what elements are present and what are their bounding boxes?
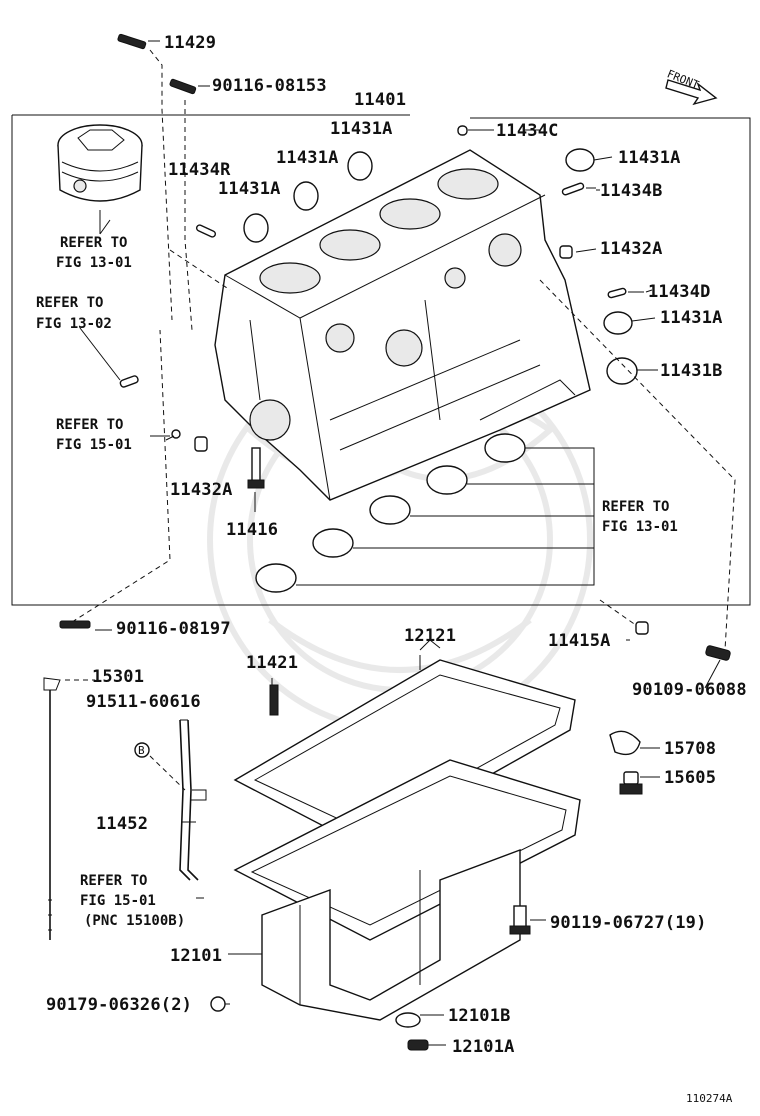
label-11434r: 11434R: [168, 160, 231, 180]
label-11431a-2: 11431A: [276, 148, 339, 168]
label-11416: 11416: [226, 520, 278, 540]
label-11434d: 11434D: [648, 282, 711, 302]
dipstick-guide-11452: B: [134, 719, 207, 881]
label-11431a-5: 11431A: [660, 308, 723, 328]
label-11432a-2: 11432A: [170, 480, 233, 500]
label-leaders: [95, 40, 721, 1046]
bolt-mark-b: B: [138, 744, 145, 757]
ref-fig-13-02-l1: REFER TO: [36, 295, 103, 311]
label-15708: 15708: [664, 739, 716, 759]
label-11432a-1: 11432A: [600, 239, 663, 259]
stud-11429: [117, 33, 173, 321]
label-11434c: 11434C: [496, 121, 559, 141]
expansion-plugs: [243, 148, 658, 385]
label-11415a: 11415A: [548, 631, 611, 651]
dipstick-icon: [43, 677, 95, 940]
ref-fig-15-01-pan-l1: REFER TO: [80, 873, 147, 889]
bolt-11415a: [635, 621, 649, 635]
label-11434b: 11434B: [600, 181, 663, 201]
stud-90116-08153: [169, 78, 197, 331]
label-11421: 11421: [246, 653, 298, 673]
label-11452: 11452: [96, 814, 148, 834]
label-90119-06727: 90119-06727(19): [550, 913, 707, 933]
ref-fig-13-01-bearing-l1: REFER TO: [602, 499, 669, 515]
ref-fig-13-01-piston-l2: FIG 13-01: [56, 255, 132, 271]
ref-fig-15-01-pan-l2: FIG 15-01: [80, 893, 156, 909]
label-12101b: 12101B: [448, 1006, 511, 1026]
dowel-pins: [119, 125, 644, 452]
cylinder-block-icon: [214, 149, 591, 501]
label-91511-60616: 91511-60616: [86, 692, 201, 712]
label-90116-08153: 90116-08153: [212, 76, 327, 96]
label-11431a-1: 11431A: [330, 119, 393, 139]
label-11431a-4: 11431A: [218, 179, 281, 199]
ref-fig-13-01-piston-l1: REFER TO: [60, 235, 127, 251]
bolt-90109-06088: [705, 645, 731, 661]
bearing-caps: [255, 433, 595, 593]
drawing-number: 110274A: [686, 1092, 733, 1105]
label-12101: 12101: [170, 946, 222, 966]
label-11431a-3: 11431A: [618, 148, 681, 168]
stud-90116-08197: [59, 620, 91, 629]
drain-parts: [210, 730, 643, 1051]
label-11429: 11429: [164, 33, 216, 53]
label-90116-08197: 90116-08197: [116, 619, 231, 639]
ref-fig-15-01-l2: FIG 15-01: [56, 437, 132, 453]
ref-fig-15-01-pan-l3: (PNC 15100B): [84, 913, 185, 929]
oil-pan-12101: [233, 759, 581, 1021]
ref-fig-13-01-bearing-l2: FIG 13-01: [602, 519, 678, 535]
label-15301: 15301: [92, 667, 144, 687]
front-arrow: FRONT: [665, 67, 718, 106]
bolt-11416: [247, 447, 265, 489]
ref-fig-15-01-l1: REFER TO: [56, 417, 123, 433]
label-90179-06326: 90179-06326(2): [46, 995, 192, 1015]
label-12121: 12121: [404, 626, 456, 646]
label-12101a: 12101A: [452, 1037, 515, 1057]
block-group-frame: [11, 115, 751, 606]
ref-fig-13-02-l2: FIG 13-02: [36, 316, 112, 332]
label-90109-06088: 90109-06088: [632, 680, 747, 700]
label-11431b: 11431B: [660, 361, 723, 381]
label-11401: 11401: [354, 90, 406, 110]
ref-leaders: [79, 219, 170, 437]
piston-icon: [57, 124, 143, 234]
label-15605: 15605: [664, 768, 716, 788]
